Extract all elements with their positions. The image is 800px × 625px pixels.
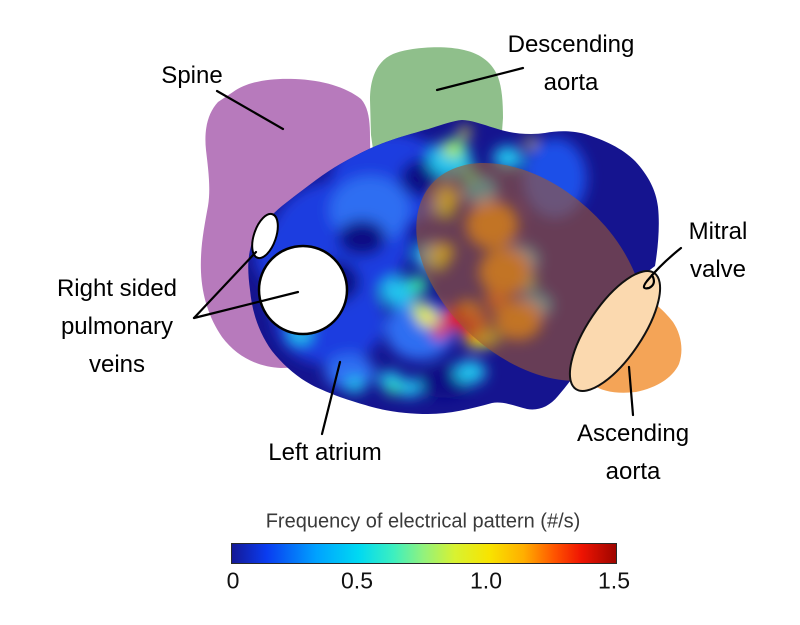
ascending-aorta-label: Ascending aorta <box>576 420 690 485</box>
ascending-aorta-pointer-line <box>627 365 635 417</box>
right-pulmonary-veins-label: Right sided pulmonary veins <box>56 275 178 378</box>
mitral-valve-pointer-line <box>642 246 683 290</box>
pointer-lines <box>192 66 683 436</box>
descending-aorta-label: Descending aorta <box>507 31 635 96</box>
spine-pointer-line <box>215 89 285 131</box>
pulmonary-veins-pointer-line-lower <box>192 290 300 320</box>
pulmonary-vein-small <box>251 212 279 260</box>
descending-aorta-pointer-line <box>435 66 525 92</box>
pulmonary-vein-large <box>257 244 349 336</box>
colorbar-tick-0: 0 <box>226 567 240 594</box>
colorbar-tick-05: 0.5 <box>341 567 373 594</box>
left-atrium-pointer-line <box>320 360 342 436</box>
pulmonary-veins-pointer-line-upper <box>192 250 258 320</box>
spine-label: Spine <box>161 62 223 89</box>
mitral-valve-label: Mitral valve <box>688 218 748 283</box>
colorbar-title: Frequency of electrical pattern (#/s) <box>265 510 581 533</box>
colorbar-tick-10: 1.0 <box>470 567 502 594</box>
left-atrium-label: Left atrium <box>268 439 382 466</box>
colorbar-tick-15: 1.5 <box>598 567 630 594</box>
colorbar-gradient <box>231 543 617 564</box>
